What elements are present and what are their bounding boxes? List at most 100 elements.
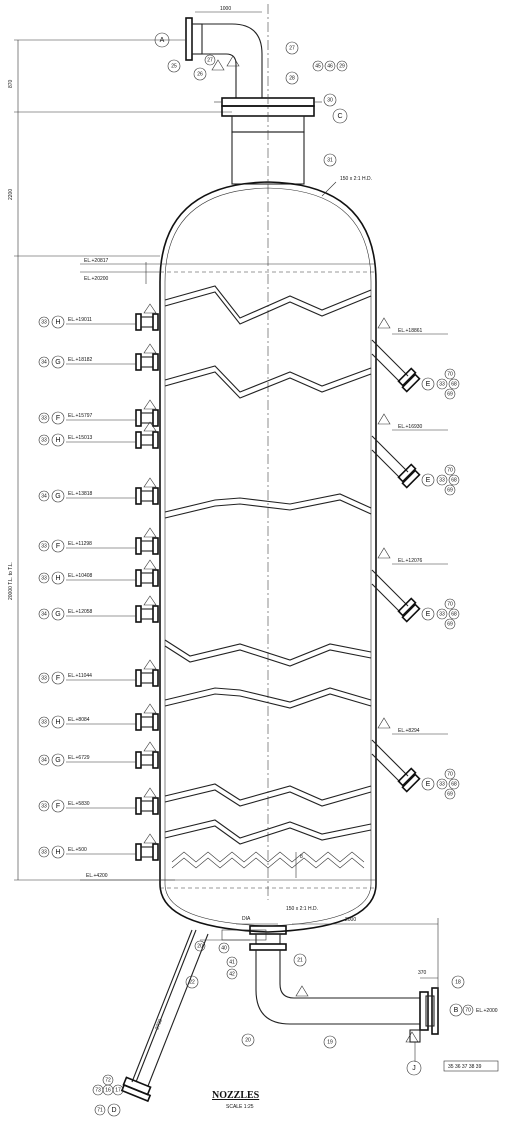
left-nozzle-letter: H bbox=[55, 575, 60, 582]
right-nozzle-n3: 68 bbox=[451, 781, 457, 787]
left-nozzle-num: 34 bbox=[41, 757, 47, 763]
left-nozzle-letter: G bbox=[55, 757, 60, 764]
right-nozzle-n1: 70 bbox=[447, 467, 453, 473]
top-nozzle-a: 1000 A 25 26 27 27 28 45 46 29 30 bbox=[154, 6, 348, 107]
left-nozzle-letter: G bbox=[55, 611, 60, 618]
svg-text:21: 21 bbox=[297, 957, 303, 963]
left-nozzle-letter: H bbox=[55, 719, 60, 726]
dim-bottom-right: 2000 bbox=[345, 917, 356, 923]
svg-text:31: 31 bbox=[327, 157, 333, 163]
right-nozzle-n2: 33 bbox=[439, 611, 445, 617]
callout-a bbox=[154, 32, 170, 48]
left-nozzle-elevation: EL.+12058 bbox=[68, 609, 93, 615]
svg-text:C: C bbox=[337, 113, 342, 120]
svg-text:30: 30 bbox=[327, 97, 333, 103]
left-nozzle-num: 33 bbox=[41, 415, 47, 421]
bottom-outlet-piping: 2000 370 21 20 19 18 B 70 EL.+2000 J 35 … bbox=[200, 917, 499, 1076]
left-nozzle-letter: F bbox=[56, 415, 60, 422]
left-nozzle-elevation: EL.+15797 bbox=[68, 413, 93, 419]
left-nozzle-num: 34 bbox=[41, 359, 47, 365]
left-nozzle-letter: H bbox=[55, 319, 60, 326]
left-nozzle: 34 G EL.+6729 bbox=[38, 741, 159, 769]
right-nozzle-elevation: EL.+16930 bbox=[398, 424, 423, 430]
sloped-nozzle-d: 2730 22 72 73 16 17 71 D bbox=[92, 929, 209, 1117]
left-nozzle-num: 33 bbox=[41, 803, 47, 809]
svg-text:26: 26 bbox=[197, 71, 203, 77]
callout-c bbox=[332, 108, 348, 124]
right-nozzle-n1: 70 bbox=[447, 601, 453, 607]
left-nozzle-num: 33 bbox=[41, 675, 47, 681]
left-nozzle-letter: G bbox=[55, 359, 60, 366]
left-nozzle-elevation: EL.+6729 bbox=[68, 755, 90, 761]
svg-text:DIA: DIA bbox=[242, 916, 251, 922]
svg-text:25: 25 bbox=[171, 63, 177, 69]
right-nozzle-n2: 33 bbox=[439, 381, 445, 387]
right-nozzle-n4: 69 bbox=[447, 791, 453, 797]
svg-text:46: 46 bbox=[327, 63, 333, 69]
left-nozzle-elevation: EL.+500 bbox=[68, 847, 87, 853]
dim-bottom-small: 370 bbox=[418, 970, 427, 976]
top-elevations: EL.+20817 EL.+20200 bbox=[80, 258, 160, 284]
left-nozzle-num: 33 bbox=[41, 849, 47, 855]
left-nozzle-letter: G bbox=[55, 493, 60, 500]
left-nozzle-letter: F bbox=[56, 803, 60, 810]
drawing-title: NOZZLES bbox=[212, 1090, 260, 1101]
el-outlet: EL.+2000 bbox=[476, 1008, 498, 1014]
svg-text:41: 41 bbox=[229, 959, 235, 965]
left-nozzle-elevation: EL.+10408 bbox=[68, 573, 93, 579]
right-nozzle-n3: 68 bbox=[451, 381, 457, 387]
right-nozzle-letter: E bbox=[426, 381, 431, 388]
svg-text:27: 27 bbox=[289, 45, 295, 51]
left-dimensions: 870 2200 20000 T.L. to T.L. bbox=[8, 39, 232, 881]
left-nozzle: 34 G EL.+12058 bbox=[38, 595, 159, 623]
left-nozzle-elevation: EL.+8084 bbox=[68, 717, 90, 723]
left-nozzle-elevation: EL.+5830 bbox=[68, 801, 90, 807]
callout-stack: 35 36 37 38 39 bbox=[448, 1064, 482, 1070]
dim-slope: 2730 bbox=[154, 1018, 164, 1031]
right-nozzle-n4: 69 bbox=[447, 621, 453, 627]
title-block: NOZZLES SCALE 1:25 bbox=[212, 1090, 260, 1110]
callout-b bbox=[449, 1003, 463, 1017]
left-nozzle-letter: F bbox=[56, 675, 60, 682]
svg-text:20: 20 bbox=[197, 943, 203, 949]
left-nozzle-elevation: EL.+15013 bbox=[68, 435, 93, 441]
svg-text:20: 20 bbox=[245, 1037, 251, 1043]
dim-left-long: 20000 T.L. to T.L. bbox=[8, 562, 14, 600]
dim-left-mid: 2200 bbox=[8, 189, 14, 200]
bottom-head-details: 150 x 2:1 H.D. DIA 40 41 42 20 bbox=[194, 906, 318, 980]
vessel-shell: 150 x 2:1 H.D. bbox=[159, 176, 377, 933]
right-nozzle-elevation: EL.+8294 bbox=[398, 728, 420, 734]
svg-text:70: 70 bbox=[465, 1007, 471, 1013]
svg-text:71: 71 bbox=[97, 1107, 103, 1113]
right-nozzle-elevation: EL.+12076 bbox=[398, 558, 423, 564]
left-nozzle-num: 34 bbox=[41, 611, 47, 617]
top-flange: C 31 bbox=[214, 97, 348, 185]
right-nozzle-n2: 33 bbox=[439, 781, 445, 787]
right-nozzle-n2: 33 bbox=[439, 477, 445, 483]
svg-text:D: D bbox=[111, 1107, 116, 1114]
svg-text:27: 27 bbox=[207, 57, 213, 63]
svg-text:J: J bbox=[412, 1065, 416, 1072]
el-bottom: EL.+4200 bbox=[86, 873, 108, 879]
callout-j bbox=[406, 1060, 422, 1076]
left-nozzle-elevation: EL.+11298 bbox=[68, 541, 92, 547]
right-nozzle-n3: 68 bbox=[451, 611, 457, 617]
left-nozzle-num: 33 bbox=[41, 719, 47, 725]
dim-left-top: 870 bbox=[8, 79, 14, 88]
svg-text:45: 45 bbox=[315, 63, 321, 69]
svg-text:8: 8 bbox=[300, 854, 303, 860]
drawing-scale: SCALE 1:25 bbox=[226, 1104, 254, 1110]
right-nozzle-n4: 69 bbox=[447, 391, 453, 397]
left-nozzle: 33 F EL.+15797 bbox=[38, 399, 159, 427]
